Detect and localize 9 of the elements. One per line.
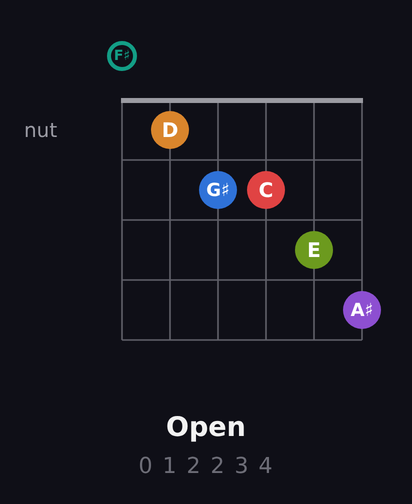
nut-label: nut bbox=[24, 118, 58, 142]
note-dot: G♯ bbox=[199, 171, 237, 209]
fingering-numbers: 0 1 2 2 3 4 bbox=[138, 454, 274, 479]
note-dot: E bbox=[295, 231, 333, 269]
chord-name: Open bbox=[166, 412, 246, 443]
open-string-ring: F♯ bbox=[107, 41, 137, 71]
note-dot: C bbox=[247, 171, 285, 209]
note-dot: A♯ bbox=[343, 291, 381, 329]
note-dot: D bbox=[151, 111, 189, 149]
